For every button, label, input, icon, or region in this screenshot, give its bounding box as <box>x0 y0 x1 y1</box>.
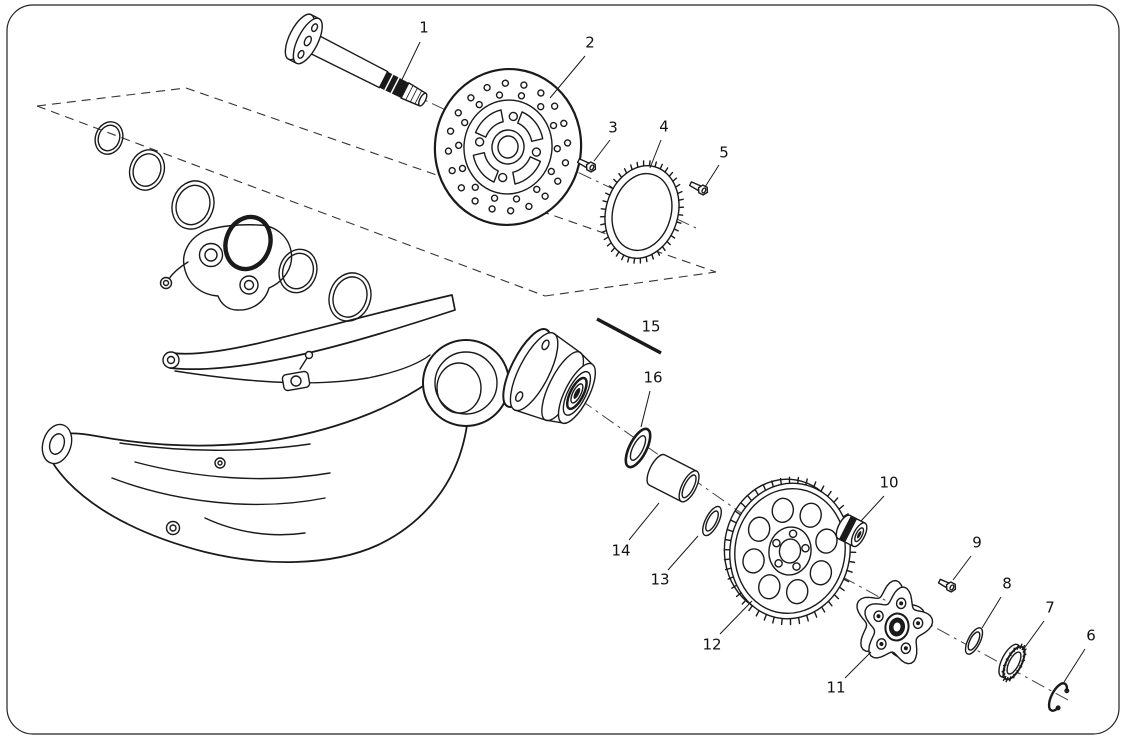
part-number-4: 4 <box>659 118 669 136</box>
part-number-6: 6 <box>1086 627 1096 645</box>
part-number-5: 5 <box>719 144 729 162</box>
leader-line-4 <box>649 139 662 169</box>
rear-sprocket <box>723 476 857 626</box>
leader-line-15 <box>596 317 662 355</box>
leader-line-13 <box>667 535 699 571</box>
leader-line-8 <box>981 596 1002 629</box>
disc-drill-holes <box>444 79 572 215</box>
washer-8 <box>964 627 984 655</box>
toothed-sensor-ring <box>599 160 685 264</box>
part-number-14: 14 <box>611 542 630 560</box>
part-number-7: 7 <box>1045 599 1055 617</box>
part-number-16: 16 <box>643 369 662 387</box>
brake-disc <box>433 67 583 227</box>
leader-line-16 <box>640 390 651 428</box>
sprocket-teeth-and-holes <box>723 476 857 626</box>
ring-nut-7 <box>998 643 1027 683</box>
swingarm <box>41 294 510 563</box>
leader-line-6 <box>1063 648 1086 683</box>
ring-nut-knurl <box>1001 643 1027 683</box>
leader-line-11 <box>844 651 872 679</box>
part-number-10: 10 <box>879 474 898 492</box>
rear-wheel-spindle <box>284 13 428 107</box>
seal-ring-16 <box>624 427 652 469</box>
leader-line-3 <box>593 139 611 162</box>
swingarm-pivot-bushing <box>41 423 73 465</box>
part-number-15: 15 <box>641 318 660 336</box>
spacer-14 <box>646 453 700 503</box>
part-number-3: 3 <box>608 119 618 137</box>
leader-line-12 <box>719 600 753 635</box>
rear-hub <box>502 328 597 425</box>
sensor-ring-teeth <box>599 160 685 264</box>
page-border <box>6 4 1120 735</box>
part-number-12: 12 <box>702 636 721 654</box>
part-number-1: 1 <box>419 19 429 37</box>
circlip-6 <box>1047 682 1070 712</box>
part-number-2: 2 <box>585 34 595 52</box>
part-number-13: 13 <box>650 571 669 589</box>
washer-13 <box>702 505 722 537</box>
screw-5 <box>688 181 709 196</box>
leader-line-2 <box>549 55 586 99</box>
part-number-11: 11 <box>826 679 845 697</box>
thick-circlip <box>223 214 273 272</box>
screw-9 <box>937 578 957 593</box>
leader-line-7 <box>1022 620 1045 651</box>
sprocket-flange-11 <box>856 579 934 665</box>
leader-line-1 <box>396 41 421 91</box>
leader-line-10 <box>860 495 885 522</box>
part-number-8: 8 <box>1002 575 1012 593</box>
leader-line-5 <box>704 164 720 188</box>
screw-3 <box>576 158 597 173</box>
spacer-bushing-10 <box>835 514 868 548</box>
leader-line-9 <box>952 555 972 581</box>
part-number-9: 9 <box>972 534 982 552</box>
leader-line-14 <box>628 502 660 541</box>
